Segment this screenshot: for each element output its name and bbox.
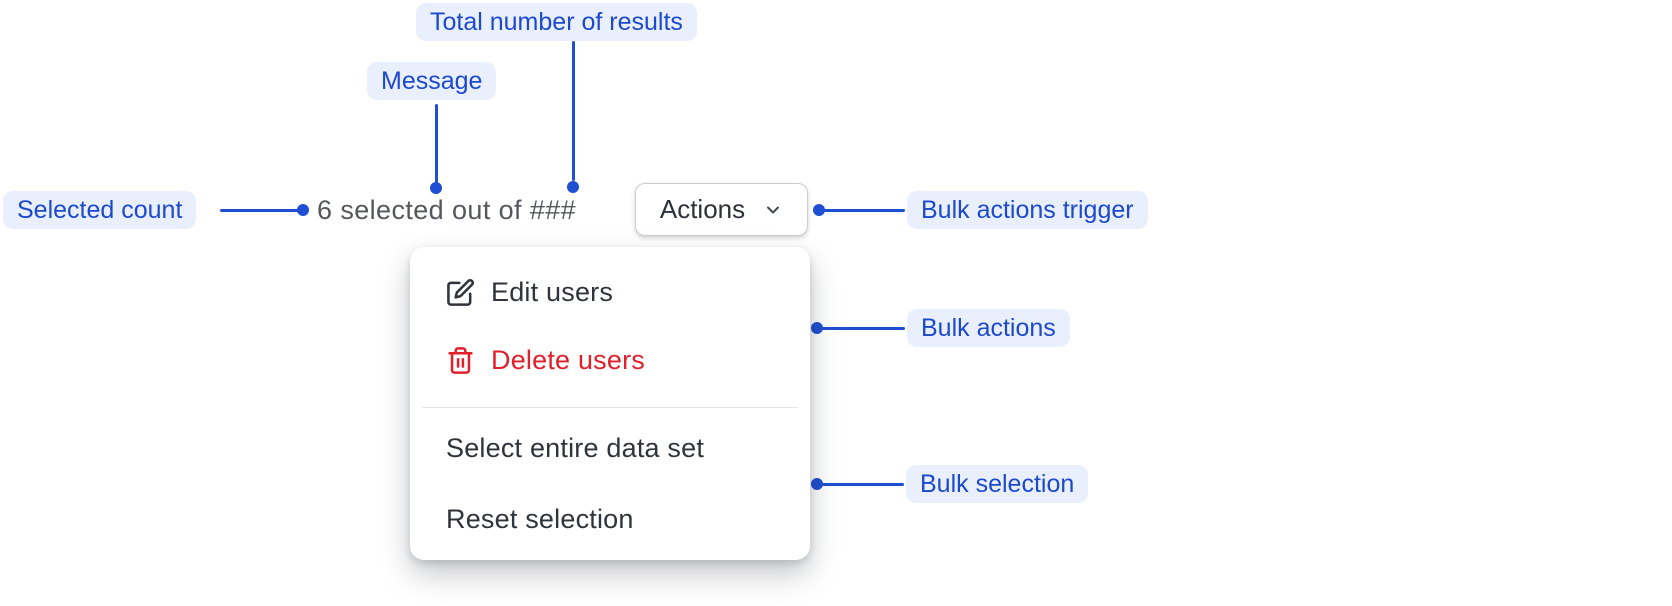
connector-dot-bulk-actions-trigger — [813, 204, 825, 216]
menu-item-edit-users[interactable]: Edit users — [410, 258, 810, 326]
annotation-message: Message — [367, 62, 497, 100]
connector-line-bulk-actions-trigger — [824, 208, 905, 212]
annotation-selected-count: Selected count — [3, 191, 197, 229]
menu-divider — [422, 407, 798, 408]
connector-line-message — [434, 104, 438, 183]
bulk-actions-menu: Edit users Delete users Select entire da… — [410, 247, 810, 560]
annotation-total-number-of-results: Total number of results — [416, 3, 697, 41]
connector-line-bulk-selection — [822, 482, 904, 486]
connector-dot-selected-count — [297, 204, 309, 216]
connector-line-bulk-actions — [822, 326, 905, 330]
connector-dot-message — [430, 182, 442, 194]
annotation-bulk-actions: Bulk actions — [907, 309, 1070, 347]
trash-icon — [448, 346, 473, 374]
bulk-actions-trigger-button[interactable]: Actions — [635, 183, 808, 236]
actions-button-label: Actions — [659, 194, 746, 224]
selection-count-message: 6 selected out of ### — [317, 195, 577, 225]
connector-dot-total-results — [567, 181, 579, 193]
connector-dot-bulk-actions — [811, 322, 823, 334]
menu-item-label: Edit users — [491, 276, 614, 307]
connector-line-total-results — [571, 41, 575, 181]
connector-dot-bulk-selection — [811, 478, 823, 490]
menu-item-select-entire-data-set[interactable]: Select entire data set — [410, 413, 810, 484]
annotation-bulk-actions-trigger: Bulk actions trigger — [907, 191, 1148, 229]
edit-icon — [447, 277, 475, 306]
menu-item-label: Select entire data set — [446, 433, 705, 463]
menu-item-reset-selection[interactable]: Reset selection — [410, 484, 810, 555]
connector-line-selected-count — [220, 208, 304, 212]
menu-item-label: Reset selection — [446, 504, 634, 534]
annotation-bulk-selection: Bulk selection — [906, 465, 1089, 503]
menu-item-label: Delete users — [491, 344, 645, 375]
menu-item-delete-users[interactable]: Delete users — [410, 326, 810, 394]
chevron-down-icon — [767, 206, 780, 213]
